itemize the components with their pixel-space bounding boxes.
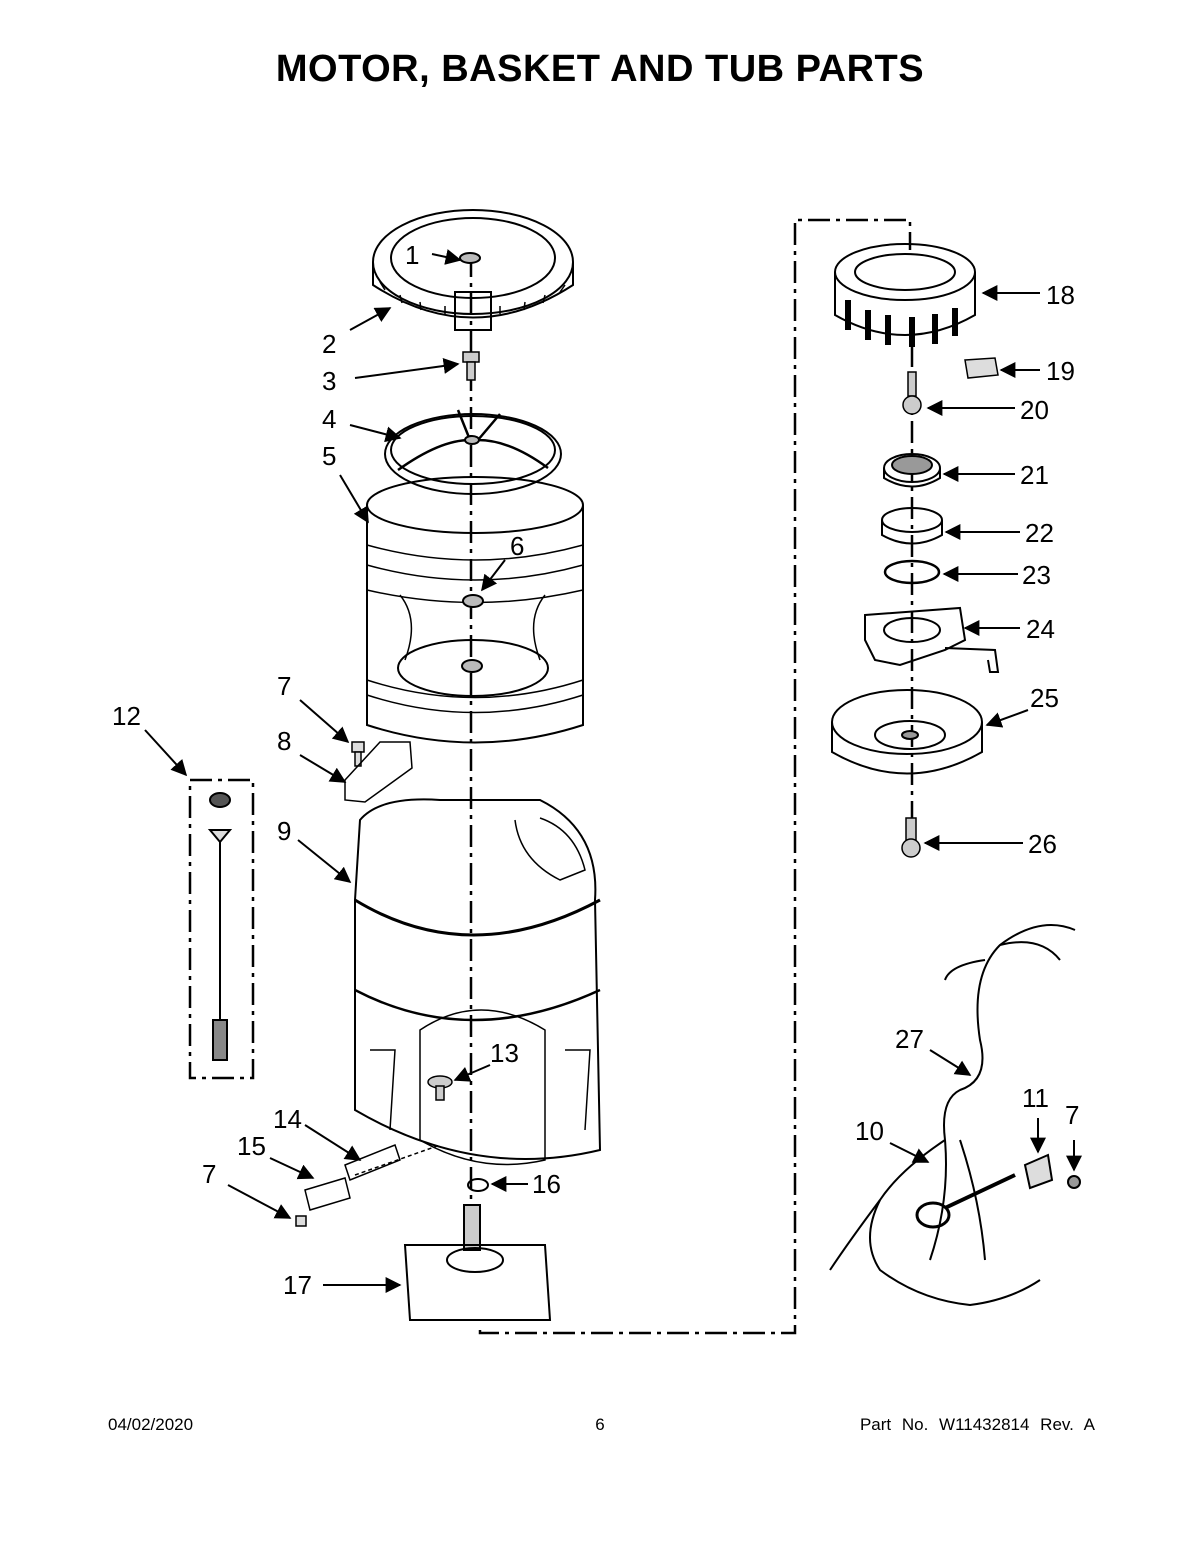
footer-part-number: Part No. W11432814 Rev. A: [859, 1415, 1095, 1434]
part-tub-cover: [344, 741, 413, 803]
connector-lines: [188, 218, 914, 1335]
part-snap-ring: [883, 559, 941, 585]
part-seal: [881, 507, 943, 545]
part-wash-basket: [366, 476, 584, 744]
part-wire-harness: [829, 924, 1081, 1307]
callout-9: 9: [277, 816, 291, 846]
part-o-ring: [467, 1178, 489, 1192]
callout-20: 20: [1020, 395, 1049, 425]
callout-19: 19: [1046, 356, 1075, 386]
part-suspension-rod: [207, 792, 233, 1061]
callout-12: 12: [112, 701, 141, 731]
footer-date: 04/02/2020: [108, 1415, 194, 1434]
part-outer-tub: [354, 798, 602, 1166]
callout-25: 25: [1030, 683, 1059, 713]
part-bearing: [883, 453, 941, 488]
callout-13: 13: [490, 1038, 519, 1068]
callout-2: 2: [322, 329, 336, 359]
part-bracket: [295, 1144, 441, 1227]
part-tub-fitting: [427, 1075, 453, 1101]
part-bearing-housing: [864, 606, 1000, 673]
callout-11: 11: [1022, 1083, 1049, 1113]
callout-5: 5: [322, 441, 336, 471]
leader-arrows: [144, 249, 1082, 1293]
callout-15: 15: [237, 1131, 266, 1161]
footer-page-number: 6: [595, 1415, 605, 1434]
callout-17: 17: [283, 1270, 312, 1300]
callout-1: 1: [405, 240, 419, 270]
callout-8: 8: [277, 726, 291, 756]
callout-labels: 1 2 3 4 5 6 7 8 9 12 13 14 15 7 16 17 18…: [112, 240, 1079, 1300]
callout-18: 18: [1046, 280, 1075, 310]
callout-7-harness: 7: [1065, 1100, 1079, 1130]
callout-27: 27: [895, 1024, 924, 1054]
part-rotor-nut: [901, 817, 921, 858]
callout-7-basket: 7: [277, 671, 291, 701]
callout-4: 4: [322, 404, 336, 434]
part-stator-clip: [964, 357, 999, 379]
part-stator: [834, 243, 976, 347]
callout-22: 22: [1025, 518, 1054, 548]
part-rotor-bolt: [902, 371, 922, 415]
callout-23: 23: [1022, 560, 1051, 590]
part-impeller: [384, 409, 562, 495]
callout-6: 6: [510, 531, 524, 561]
callout-16: 16: [532, 1169, 561, 1199]
page-title: MOTOR, BASKET AND TUB PARTS: [275, 48, 925, 90]
callout-3: 3: [322, 366, 336, 396]
callout-21: 21: [1020, 460, 1049, 490]
callout-7-tub: 7: [202, 1159, 216, 1189]
callout-24: 24: [1026, 614, 1055, 644]
part-balance-ring: [372, 209, 574, 331]
part-drive-mount: [403, 1204, 552, 1321]
part-rotor: [831, 689, 983, 775]
part-bolt: [462, 351, 480, 381]
callout-10: 10: [855, 1116, 884, 1146]
callout-14: 14: [273, 1104, 302, 1134]
callout-26: 26: [1028, 829, 1057, 859]
